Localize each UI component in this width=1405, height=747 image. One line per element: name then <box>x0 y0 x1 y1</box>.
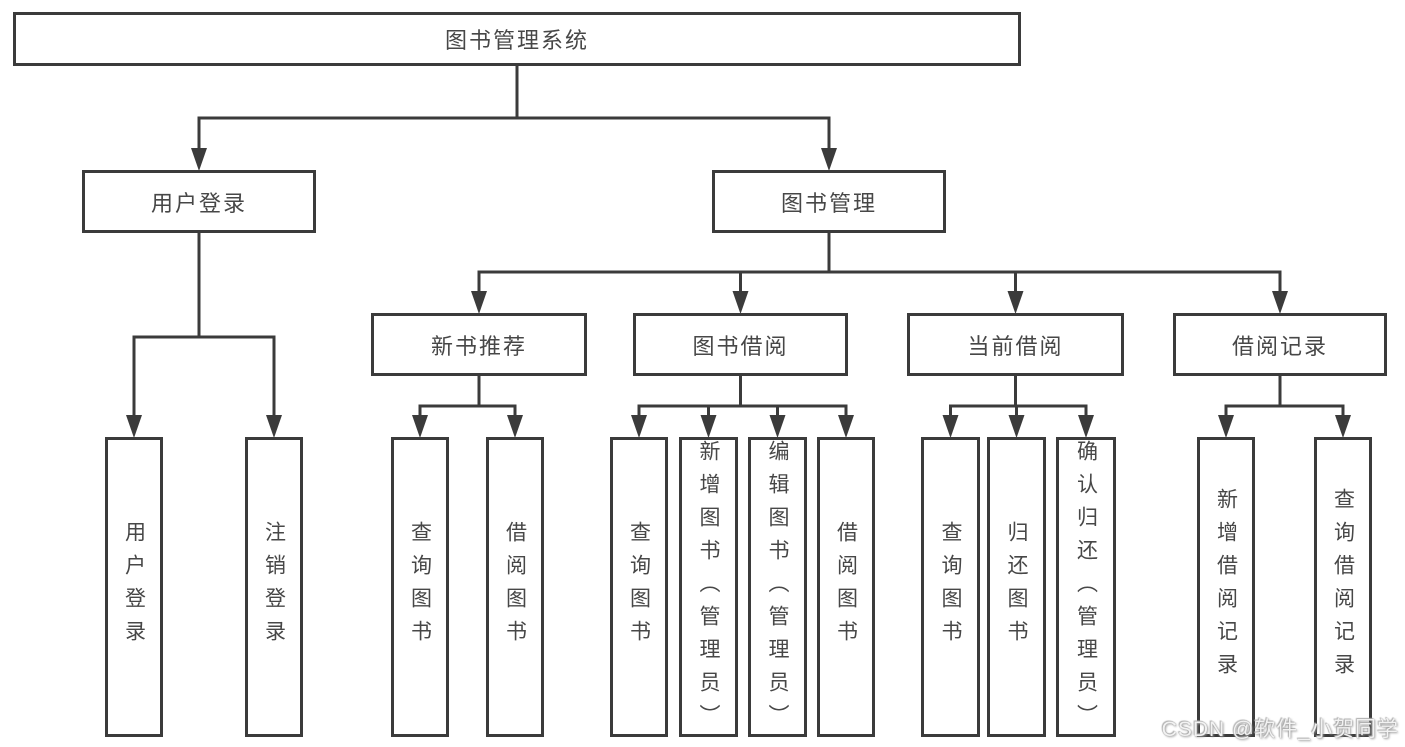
arrow-down-icon <box>1008 415 1025 438</box>
node-label-leaf-add-book: 新增图书（管理员） <box>697 440 720 737</box>
node-label-book-borrow: 图书借阅 <box>692 333 789 359</box>
edge-from-borrow-records <box>1218 376 1351 438</box>
node-book-mgmt: 图书管理 <box>712 170 946 233</box>
node-label-current-borrow: 当前借阅 <box>967 333 1064 359</box>
arrow-down-icon <box>838 415 854 438</box>
node-book-borrow: 图书借阅 <box>633 313 848 376</box>
node-label-leaf-confirm-return: 确认归还（管理员） <box>1074 440 1098 737</box>
node-label-leaf-user-login: 用户登录 <box>122 521 146 653</box>
node-label-leaf-edit-book: 编辑图书（管理员） <box>766 440 789 737</box>
node-label-leaf-borrow-book-1: 借阅图书 <box>503 521 527 653</box>
edge-from-current-borrow <box>942 376 1094 438</box>
node-label-leaf-add-borrow-rec: 新增借阅记录 <box>1214 488 1238 686</box>
node-leaf-query-book-1: 查询图书 <box>391 437 449 737</box>
arrow-down-icon <box>191 148 207 171</box>
node-leaf-edit-book: 编辑图书（管理员） <box>748 437 807 737</box>
node-leaf-borrow-book-1: 借阅图书 <box>486 437 544 737</box>
node-current-borrow: 当前借阅 <box>907 313 1124 376</box>
node-leaf-add-borrow-rec: 新增借阅记录 <box>1197 437 1255 737</box>
node-label-user-login: 用户登录 <box>150 190 247 216</box>
edge-from-book-borrow <box>631 376 854 438</box>
arrow-down-icon <box>412 415 428 438</box>
csdn-watermark: CSDN @软件_小贺同学 <box>1161 718 1399 741</box>
arrow-down-icon <box>266 415 282 438</box>
node-label-leaf-borrow-book-2: 借阅图书 <box>834 521 858 653</box>
node-leaf-user-login: 用户登录 <box>105 437 163 737</box>
node-label-leaf-return-book: 归还图书 <box>1005 521 1028 653</box>
edge-from-root <box>191 66 837 171</box>
node-leaf-confirm-return: 确认归还（管理员） <box>1056 437 1116 737</box>
arrow-down-icon <box>942 415 959 438</box>
node-leaf-add-book: 新增图书（管理员） <box>679 437 738 737</box>
edge-from-new-book-rec <box>412 376 523 438</box>
arrow-down-icon <box>1218 415 1234 438</box>
arrow-down-icon <box>769 415 786 438</box>
arrow-down-icon <box>1335 415 1351 438</box>
arrow-down-icon <box>1078 415 1094 438</box>
node-label-new-book-rec: 新书推荐 <box>430 333 527 359</box>
node-user-login: 用户登录 <box>82 170 316 233</box>
node-leaf-borrow-book-2: 借阅图书 <box>817 437 875 737</box>
node-leaf-query-book-3: 查询图书 <box>921 437 980 737</box>
node-label-leaf-query-book-2: 查询图书 <box>627 521 651 653</box>
arrow-down-icon <box>732 291 749 314</box>
node-leaf-return-book: 归还图书 <box>987 437 1046 737</box>
node-leaf-logout: 注销登录 <box>245 437 303 737</box>
arrow-down-icon <box>1007 291 1024 314</box>
arrow-down-icon <box>1272 291 1288 314</box>
node-label-leaf-query-borrow-rec: 查询借阅记录 <box>1331 488 1355 686</box>
node-root: 图书管理系统 <box>13 12 1021 66</box>
edge-from-user-login <box>126 233 282 438</box>
node-label-leaf-query-book-1: 查询图书 <box>408 521 432 653</box>
node-label-root: 图书管理系统 <box>444 28 589 53</box>
node-label-leaf-logout: 注销登录 <box>262 521 286 653</box>
node-new-book-rec: 新书推荐 <box>371 313 587 376</box>
arrow-down-icon <box>507 415 523 438</box>
arrow-down-icon <box>821 148 837 171</box>
node-label-leaf-query-book-3: 查询图书 <box>939 521 962 653</box>
node-leaf-query-book-2: 查询图书 <box>610 437 668 737</box>
arrow-down-icon <box>126 415 142 438</box>
arrow-down-icon <box>631 415 647 438</box>
node-borrow-records: 借阅记录 <box>1173 313 1387 376</box>
node-label-borrow-records: 借阅记录 <box>1231 333 1328 359</box>
arrow-down-icon <box>471 291 487 314</box>
node-leaf-query-borrow-rec: 查询借阅记录 <box>1314 437 1372 737</box>
edge-from-book-mgmt <box>471 233 1288 314</box>
arrow-down-icon <box>700 415 717 438</box>
node-label-book-mgmt: 图书管理 <box>780 190 877 216</box>
